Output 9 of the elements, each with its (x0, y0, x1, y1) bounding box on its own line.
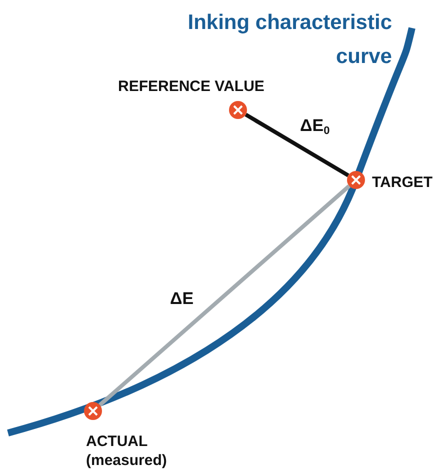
connector-line (244, 112, 350, 178)
diagram-title: Inking characteristic curve (186, 10, 392, 70)
point-label: ACTUAL (measured) (86, 432, 168, 470)
point-label: TARGET (372, 173, 433, 192)
point-marker (347, 171, 365, 189)
point-marker (84, 402, 102, 420)
point-marker (229, 101, 247, 119)
point-label: REFERENCE VALUE (118, 77, 264, 96)
connector-line (98, 184, 351, 407)
